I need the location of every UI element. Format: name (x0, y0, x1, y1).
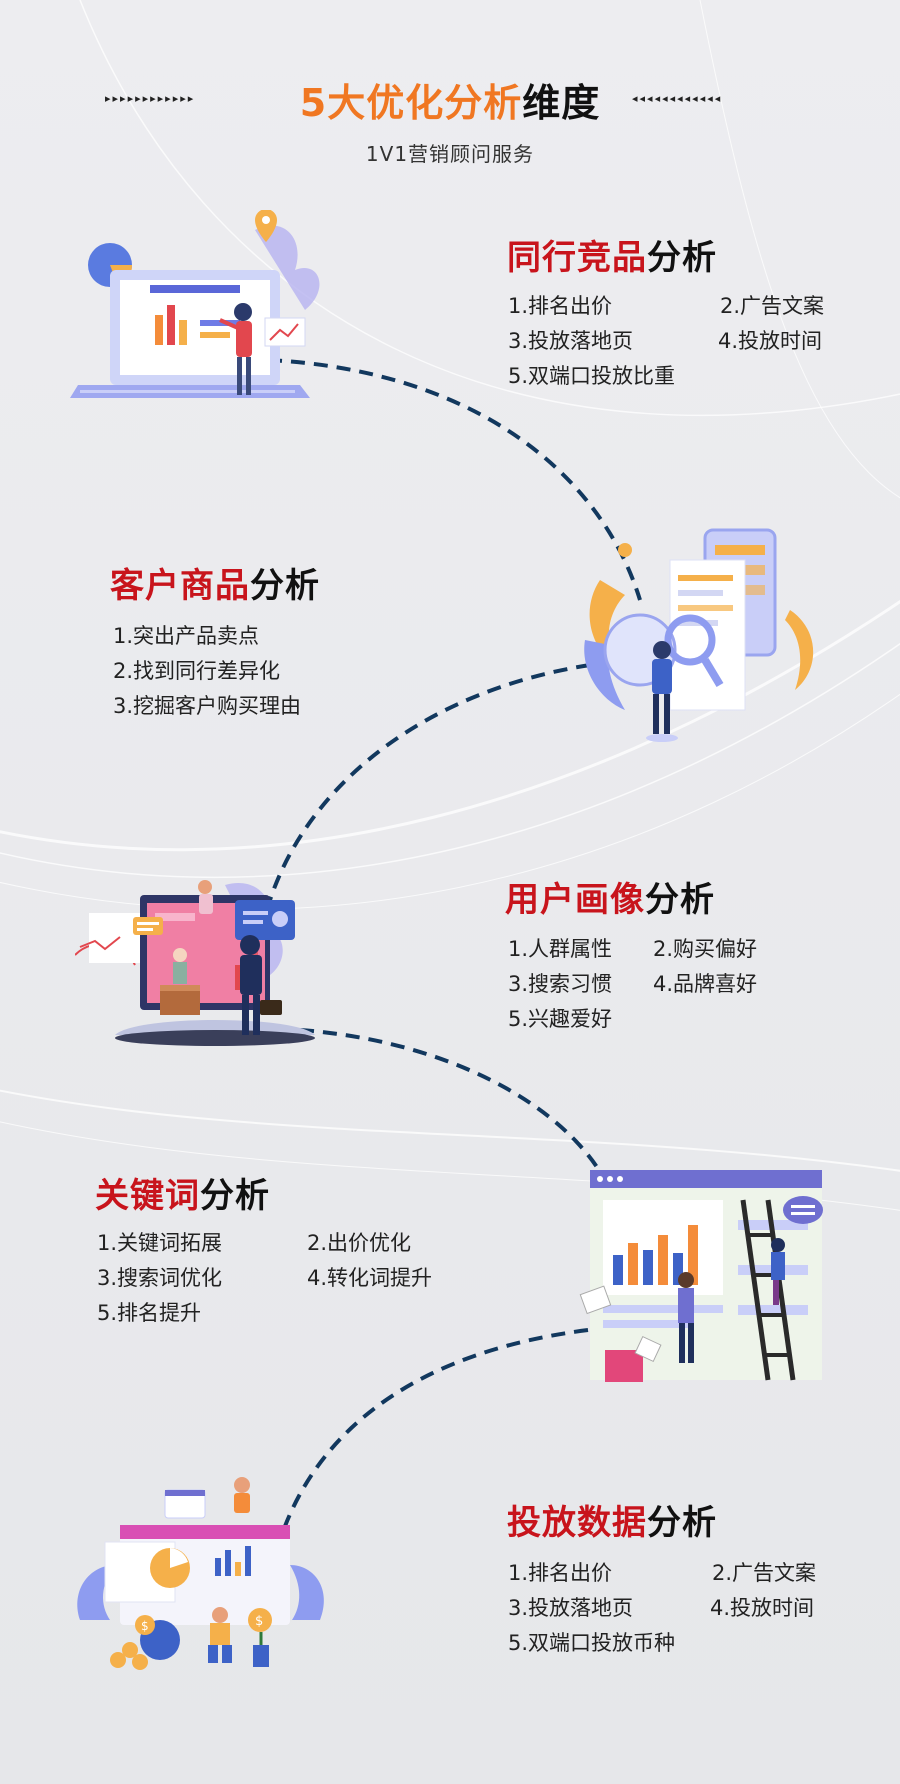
list-item: 1.排名出价 (508, 294, 613, 318)
page-title-highlight: 5大优化分析 (299, 81, 523, 125)
list-item: 3.挖掘客户购买理由 (113, 694, 302, 718)
left-arrow-decoration: ▸▸▸▸▸▸▸▸▸▸▸▸ (105, 92, 196, 105)
list-item: 4.转化词提升 (307, 1266, 433, 1290)
section-title-red: 客户商品 (110, 566, 250, 606)
section-title-red: 投放数据 (507, 1503, 647, 1543)
customer-product-item-list: 1.突出产品卖点 2.找到同行差异化 3.挖掘客户购买理由 (113, 620, 413, 720)
list-item: 4.投放时间 (718, 329, 823, 353)
section-title-black: 分析 (647, 1503, 717, 1543)
right-arrow-decoration: ◂◂◂◂◂◂◂◂◂◂◂◂ (632, 92, 723, 105)
page-subtitle: 1V1营销顾问服务 (365, 142, 535, 166)
list-item: 1.人群属性 (508, 937, 613, 961)
section-title-competitor: 同行竞品分析 (507, 230, 717, 279)
section-title-user-portrait: 用户画像分析 (505, 872, 715, 921)
laptop-presentation-illustration (70, 210, 320, 398)
list-item: 2.找到同行差异化 (113, 659, 281, 683)
list-item: 5.双端口投放比重 (508, 364, 676, 388)
svg-text:$: $ (141, 1619, 149, 1633)
list-item: 3.搜索词优化 (97, 1266, 223, 1290)
list-item: 4.品牌喜好 (653, 972, 758, 996)
list-item: 2.出价优化 (307, 1231, 412, 1255)
section-title-campaign-data: 投放数据分析 (507, 1495, 717, 1544)
keyword-chart-illustration (579, 1170, 823, 1382)
svg-text:$: $ (255, 1614, 263, 1629)
list-item: 1.排名出价 (508, 1561, 613, 1585)
section-title-red: 关键词 (95, 1176, 200, 1216)
list-item: 1.突出产品卖点 (113, 624, 260, 648)
list-item: 5.排名提升 (97, 1301, 202, 1325)
document-search-illustration (584, 528, 814, 742)
list-item: 2.广告文案 (720, 294, 825, 318)
section-title-black: 分析 (647, 238, 717, 278)
list-item: 3.搜索习惯 (508, 972, 613, 996)
section-title-black: 分析 (200, 1176, 270, 1216)
list-item: 1.关键词拓展 (97, 1231, 223, 1255)
list-item: 3.投放落地页 (508, 1596, 634, 1620)
keyword-item-list: 1.关键词拓展 2.出价优化 3.搜索词优化 4.转化词提升 5.排名提升 (97, 1227, 437, 1327)
user-profile-illustration (75, 880, 315, 1046)
data-dashboard-illustration: $ $ (77, 1477, 324, 1670)
section-title-red: 用户画像 (505, 880, 645, 920)
section-title-red: 同行竞品 (507, 238, 647, 278)
list-item: 2.广告文案 (712, 1561, 817, 1585)
list-item: 4.投放时间 (710, 1596, 815, 1620)
competitor-item-list: 1.排名出价 2.广告文案 3.投放落地页 4.投放时间 5.双端口投放比重 (508, 290, 848, 390)
section-title-customer-product: 客户商品分析 (110, 558, 320, 607)
list-item: 3.投放落地页 (508, 329, 634, 353)
page-title: 5大优化分析维度 (0, 72, 900, 127)
user-portrait-item-list: 1.人群属性 2.购买偏好 3.搜索习惯 4.品牌喜好 5.兴趣爱好 (508, 933, 808, 1033)
page-title-rest: 维度 (522, 81, 601, 125)
list-item: 5.双端口投放币种 (508, 1631, 676, 1655)
campaign-data-item-list: 1.排名出价 2.广告文案 3.投放落地页 4.投放时间 5.双端口投放币种 (508, 1557, 848, 1657)
section-title-keyword: 关键词分析 (95, 1168, 270, 1217)
list-item: 2.购买偏好 (653, 937, 758, 961)
list-item: 5.兴趣爱好 (508, 1007, 613, 1031)
section-title-black: 分析 (250, 566, 320, 606)
section-title-black: 分析 (645, 880, 715, 920)
